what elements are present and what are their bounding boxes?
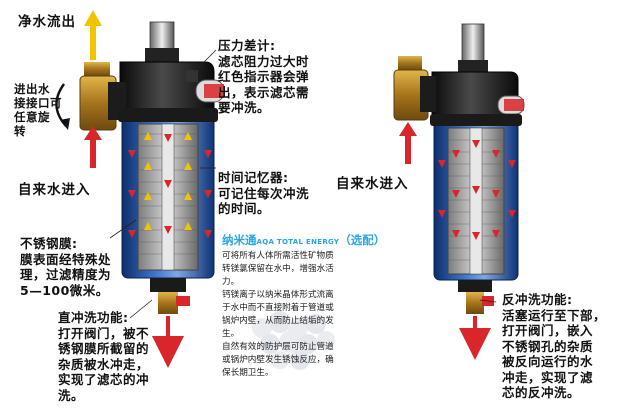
right-filter [393, 23, 525, 360]
back-flush-label: 反冲洗功能: 活塞运行至下部， 打开阀门，嵌入 不锈钢孔的杂质 被反向运行的水 … [502, 292, 607, 400]
left-filter [55, 10, 225, 368]
nano-bubbles [252, 311, 335, 370]
inlet-outlet-rotate-label: 进出水 接接口可 任意旋 转 [14, 82, 62, 138]
forward-flush-label: 直冲洗功能: 打开阀门，被不 锈钢膜所截留的 杂质被水冲走， 实现了滤芯的冲 洗… [58, 310, 150, 403]
pressure-gauge-label: 压力差计: 滤芯阻力过大时 红色指示器会弹 出，表示滤芯需 要冲洗。 [218, 38, 310, 115]
tap-water-in-right-label: 自来水进入 [336, 176, 409, 192]
nano-title: 纳米通AQA TOTAL ENERGY（选配） [222, 233, 386, 247]
tap-water-in-left-label: 自来水进入 [18, 182, 91, 198]
time-memory-label: 时间记忆器: 可记住每次冲洗 的时间。 [218, 170, 310, 216]
clean-water-out-label: 净水流出 [18, 14, 76, 30]
stainless-membrane-label: 不锈钢膜: 膜表面经特殊处 理，过滤精度为 5—100微米。 [20, 236, 112, 298]
nano-description: 可将所有人体所需活性矿物质 转镁氯保留在水中，增强水活 力。 钙镁离子以纳米晶体… [222, 251, 334, 378]
